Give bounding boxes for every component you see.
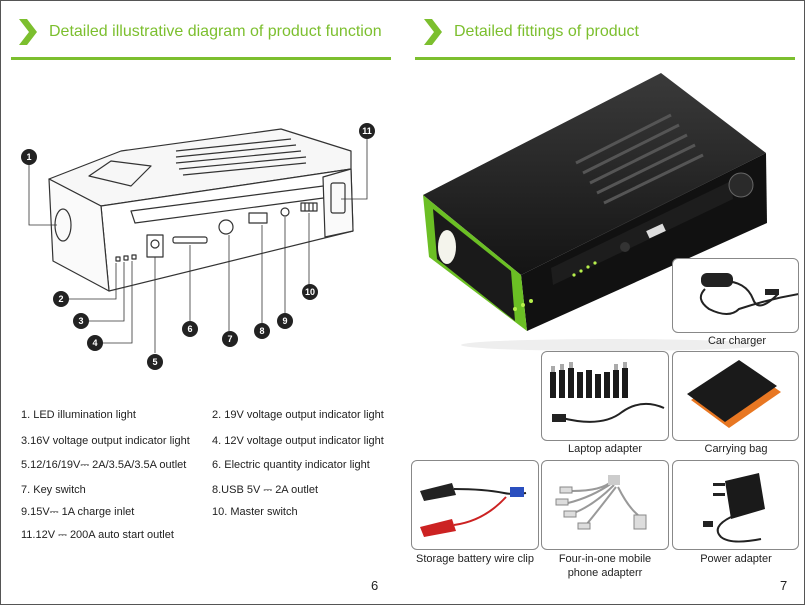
laptop-adapter-image: [550, 362, 665, 423]
power-adapter-image: [703, 473, 765, 543]
legend-item: 2. 19V voltage output indicator light: [212, 409, 384, 421]
right-page-number: 7: [780, 578, 788, 593]
callout-10: 10: [305, 287, 315, 297]
legend-item: 11.12V ⎓ 200A auto start outlet: [21, 529, 174, 541]
wire-clip-image: [420, 483, 527, 537]
legend-item: 4. 12V voltage output indicator light: [212, 435, 384, 447]
left-header-rule: [11, 57, 391, 60]
callout-3: 3: [78, 316, 83, 326]
mobile-adapter-image: [555, 475, 647, 530]
callout-1: 1: [26, 152, 31, 162]
chevron-right-icon: [19, 19, 37, 45]
chevron-right-icon: [424, 19, 442, 45]
device-diagram: 1 2 3 4 5 6 7 8 9 10 11: [21, 123, 375, 370]
wire-clip-caption: Storage battery wire clip: [416, 553, 534, 565]
car-charger-caption: Car charger: [707, 335, 767, 347]
mobile-adapter-caption-line1: Four-in-one mobile: [558, 553, 652, 565]
power-adapter-box: [672, 460, 799, 550]
left-header: Detailed illustrative diagram of product…: [17, 15, 382, 49]
callout-5: 5: [152, 357, 157, 367]
callout-11: 11: [362, 126, 372, 136]
right-header-rule: [415, 57, 795, 60]
carrying-bag-image: [687, 360, 781, 428]
callout-7: 7: [227, 334, 232, 344]
wire-clip-box: [411, 460, 539, 550]
car-charger-image: [699, 273, 800, 315]
left-header-title: Detailed illustrative diagram of product…: [49, 23, 382, 40]
legend-item: 10. Master switch: [212, 506, 298, 518]
car-charger-box: [672, 258, 800, 333]
mobile-adapter-caption-line2: phone adapterr: [567, 567, 643, 579]
legend-item: 9.15V⎓ 1A charge inlet: [21, 506, 135, 518]
laptop-adapter-box: [541, 351, 669, 441]
carrying-bag-caption: Carrying bag: [704, 443, 768, 455]
callout-2: 2: [58, 294, 63, 304]
legend-item: 3.16V voltage output indicator light: [21, 435, 190, 447]
legend-item: 5.12/16/19V⎓ 2A/3.5A/3.5A outlet: [21, 459, 187, 471]
right-header: Detailed fittings of product: [422, 15, 639, 49]
legend-item: 8.USB 5V ⎓ 2A outlet: [212, 484, 319, 496]
carrying-bag-box: [672, 351, 799, 441]
callout-8: 8: [259, 326, 264, 336]
power-adapter-caption: Power adapter: [700, 553, 772, 565]
callout-6: 6: [187, 324, 192, 334]
callout-9: 9: [282, 316, 287, 326]
callout-4: 4: [92, 338, 97, 348]
mobile-adapter-box: [541, 460, 669, 550]
product-photo: [423, 73, 767, 351]
mobile-adapter-caption: Four-in-one mobile phone adapterr: [541, 552, 669, 580]
legend-item: 1. LED illumination light: [21, 409, 136, 421]
right-header-title: Detailed fittings of product: [454, 23, 639, 40]
legend-item: 7. Key switch: [21, 484, 86, 496]
left-page-number: 6: [371, 578, 379, 593]
laptop-adapter-caption: Laptop adapter: [567, 443, 642, 455]
legend-item: 6. Electric quantity indicator light: [212, 459, 370, 471]
